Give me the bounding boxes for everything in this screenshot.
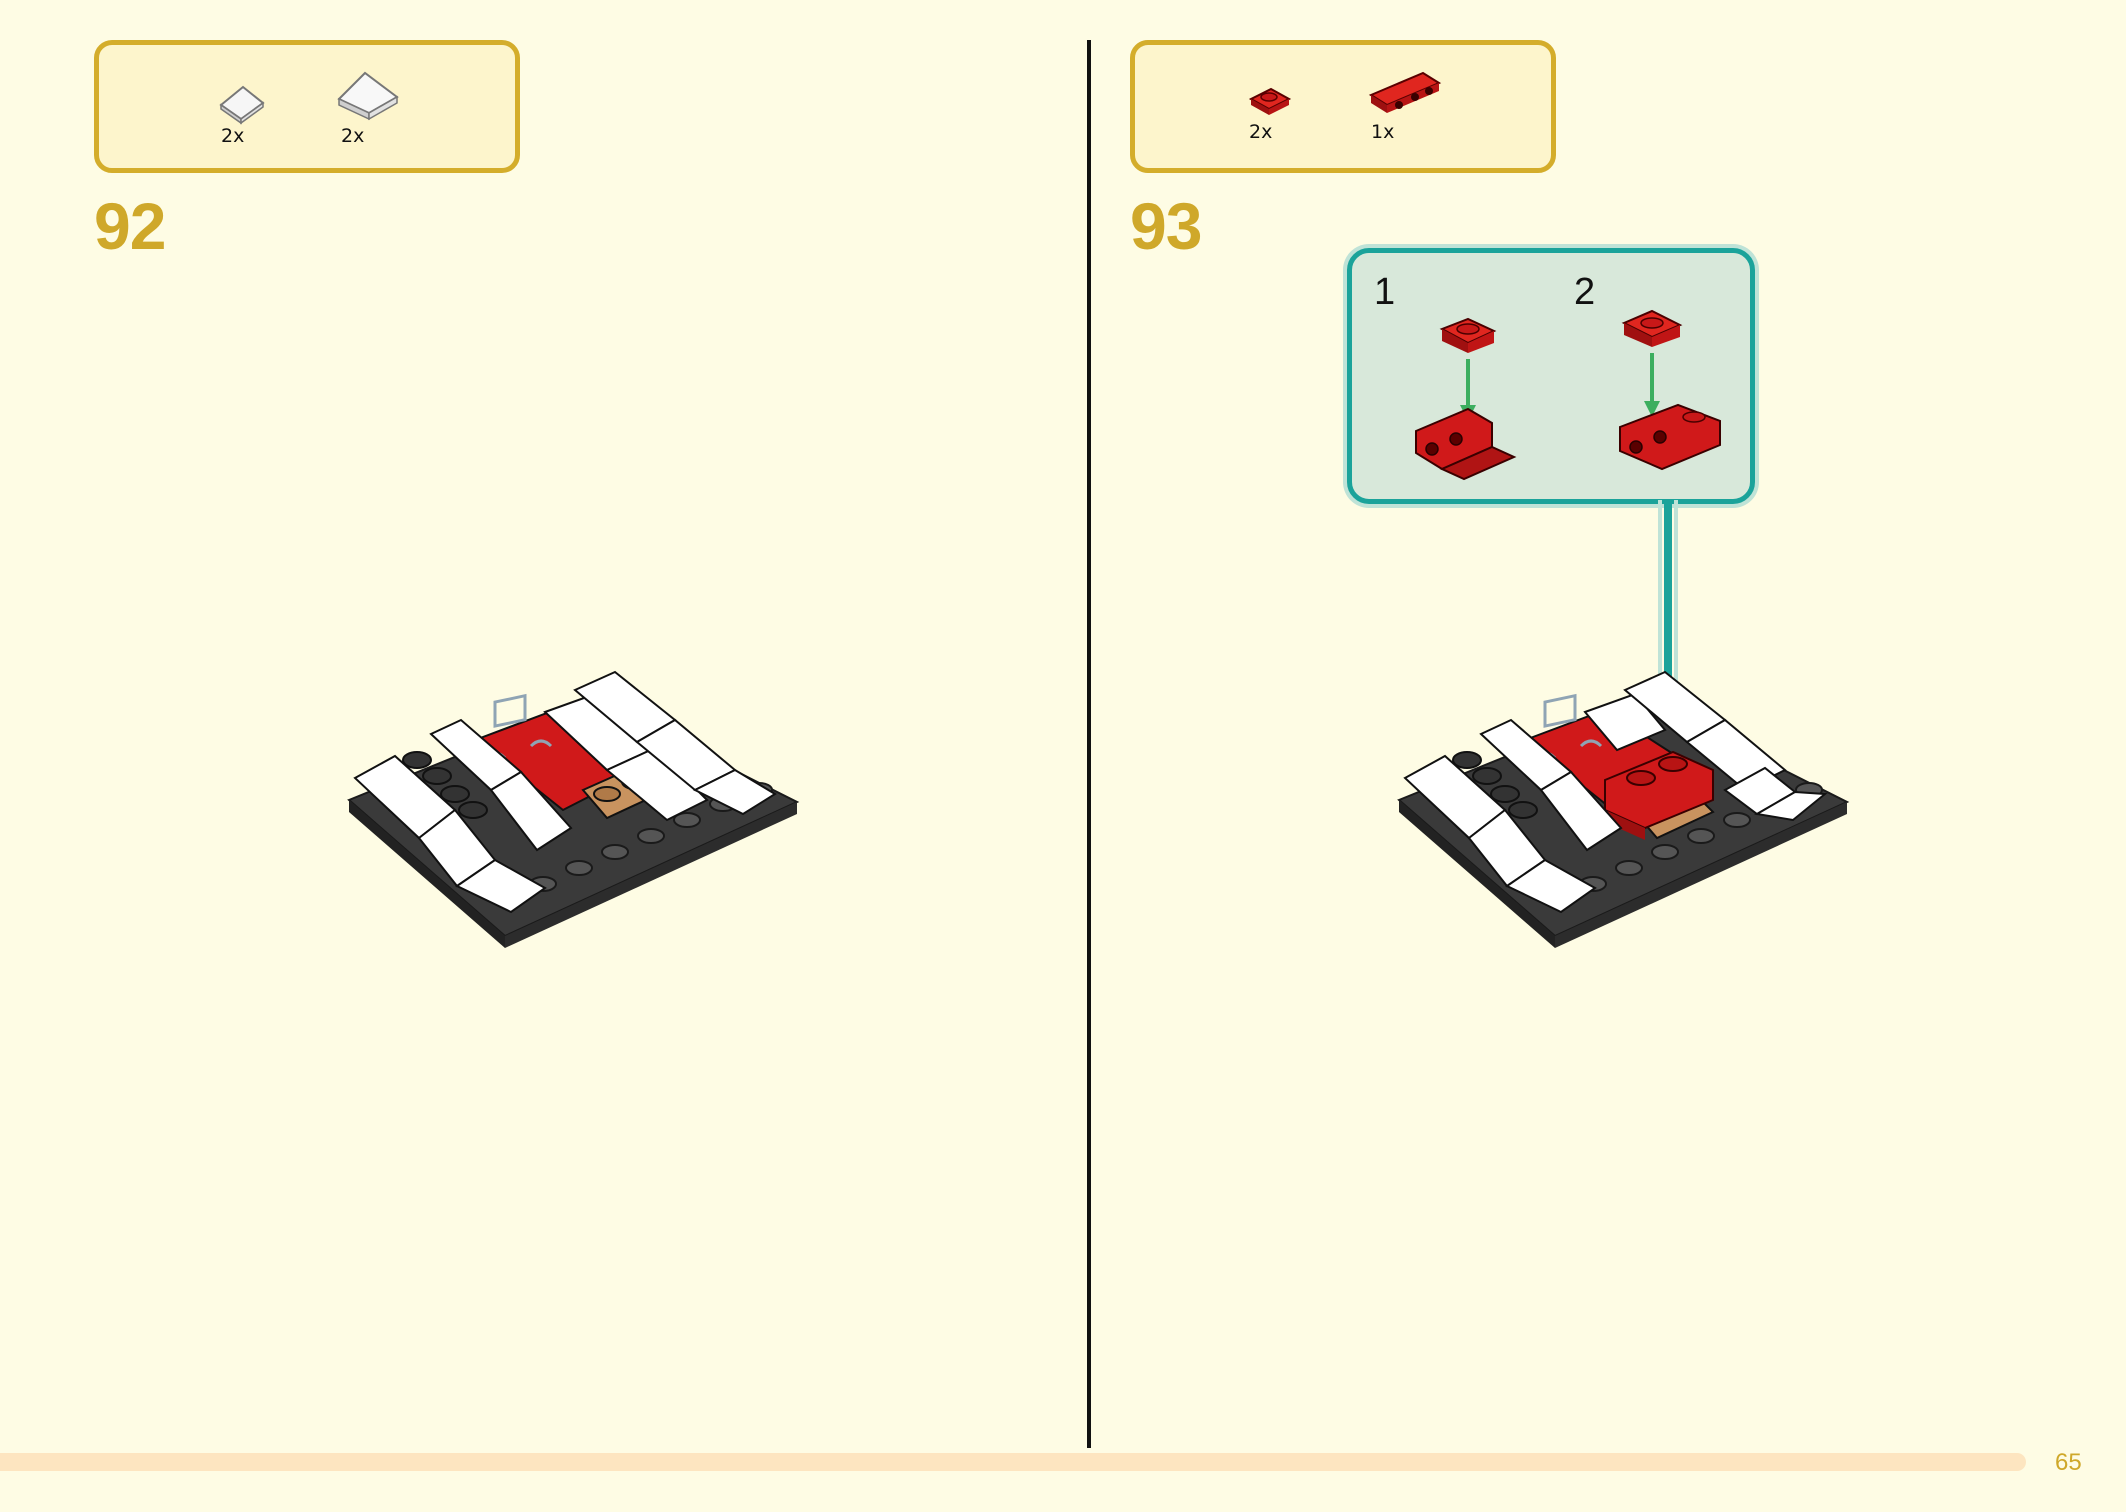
step-number: 93 (1130, 189, 1202, 263)
model-assembly-step-93 (1397, 670, 1850, 948)
part-quantity: 2x (341, 125, 365, 147)
red-bracket-icon (1368, 71, 1442, 113)
parts-list-box-step-93: 2x 1x (1130, 40, 1556, 173)
page-divider (1087, 40, 1091, 1448)
substep-1-illustration (1415, 317, 1517, 481)
substep-2-illustration (1619, 309, 1721, 471)
page-number: 65 (2055, 1449, 2082, 1476)
white-slope-large-icon (337, 71, 399, 121)
part-quantity: 1x (1371, 121, 1395, 143)
footer-progress-bar (0, 1453, 2026, 1471)
white-slope-small-icon (219, 85, 265, 125)
red-plate-icon (1248, 87, 1292, 115)
substep-number: 2 (1574, 271, 1596, 313)
sub-assembly-callout: 1 2 (1347, 248, 1755, 504)
parts-list-box-step-92: 2x 2x (94, 40, 520, 173)
part-quantity: 2x (1249, 121, 1273, 143)
substep-number: 1 (1374, 271, 1396, 313)
part-quantity: 2x (221, 125, 245, 147)
model-assembly-step-92 (347, 670, 800, 948)
step-number: 92 (94, 189, 166, 263)
